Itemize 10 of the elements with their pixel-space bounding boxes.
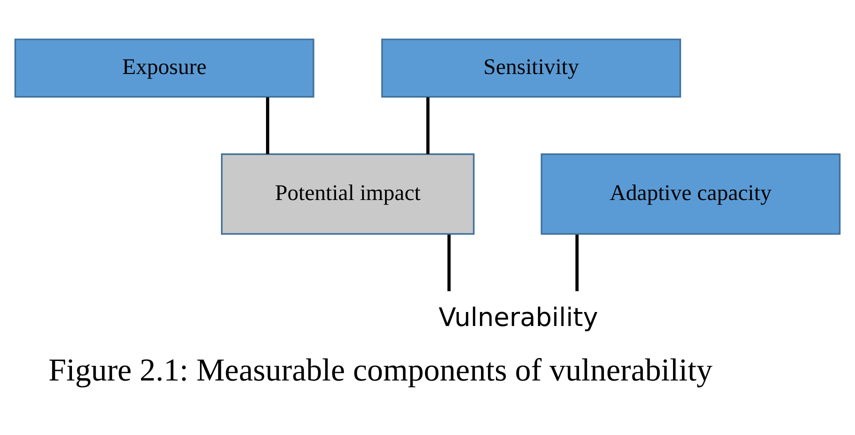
node-box: Adaptive capacity bbox=[540, 152, 841, 234]
node-text: Vulnerability bbox=[438, 302, 598, 333]
connector bbox=[447, 234, 451, 291]
node-box: Potential impact bbox=[220, 152, 475, 234]
connector bbox=[266, 96, 270, 154]
connector bbox=[426, 96, 430, 154]
node-box: Sensitivity bbox=[381, 38, 682, 98]
node-box: Exposure bbox=[14, 38, 314, 98]
caption: Figure 2.1: Measurable components of vulnerability bbox=[48, 352, 712, 388]
connector bbox=[575, 234, 579, 291]
